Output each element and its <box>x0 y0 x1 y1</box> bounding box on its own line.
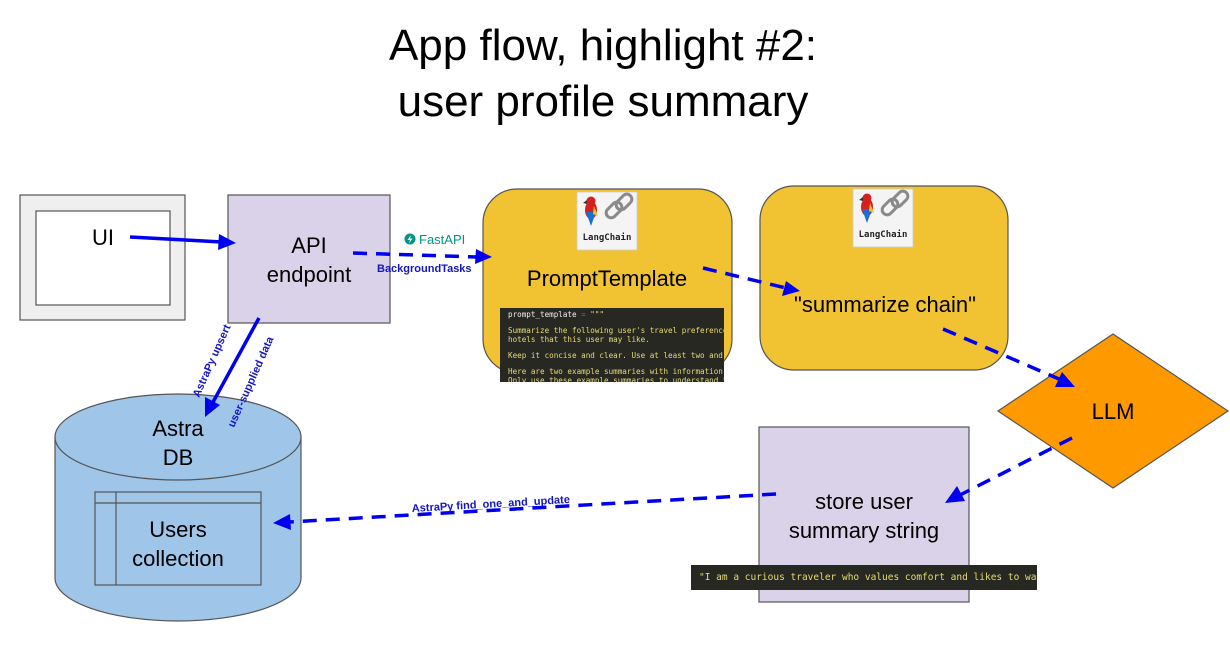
parrot-icon <box>859 193 874 223</box>
langchain-badge-1: LangChain <box>576 191 638 251</box>
ui-label: UI <box>92 225 114 250</box>
api-label-line-2: endpoint <box>267 262 351 287</box>
code-line-6: Here are two example summaries with info… <box>508 367 737 376</box>
arrowhead-chain-llm <box>1055 372 1075 387</box>
arrowhead-prompt-chain <box>782 281 800 296</box>
arrowhead-store-db <box>273 514 291 530</box>
arrow-store-to-db <box>288 492 777 524</box>
api-label-line-1: API <box>291 233 326 258</box>
arrow-api-to-db <box>210 317 261 405</box>
code-eq: = <box>577 310 591 319</box>
ui-node: UI <box>19 194 186 321</box>
code-line-2: hotels that this user may like. <box>508 335 650 344</box>
summary-string-snippet: "I am a curious traveler who values comf… <box>691 565 1042 590</box>
users-label-line-1: Users <box>149 517 206 542</box>
code-quotes: """ <box>590 310 604 319</box>
summarize-chain-label: "summarize chain" <box>794 292 976 317</box>
title-line-2: user profile summary <box>398 77 809 126</box>
arrow-llm-to-store <box>959 436 1073 497</box>
code-line-1: Summarize the following user's travel pr… <box>508 326 737 335</box>
users-label-line-2: collection <box>132 546 224 571</box>
code-snippet: prompt_template = """ Summarize the foll… <box>500 308 737 385</box>
llm-node: LLM <box>996 333 1230 489</box>
fastapi-badge: FastAPI <box>404 232 465 247</box>
users-collection-node: Users collection <box>94 491 262 586</box>
langchain-label-2: LangChain <box>859 229 908 240</box>
llm-label: LLM <box>1092 399 1135 424</box>
fastapi-logo-icon <box>404 233 416 245</box>
chain-link-icon <box>880 189 910 217</box>
arrowhead-llm-store <box>945 486 965 503</box>
summary-string-text: "I am a curious traveler who values comf… <box>699 572 1042 583</box>
arrowhead-api-prompt <box>475 249 492 264</box>
arrow-chain-to-llm <box>942 327 1060 381</box>
prompt-template-node: LangChain PromptTemplate prompt_template… <box>482 188 737 385</box>
arrow-prompt-to-chain <box>702 266 787 290</box>
parrot-icon <box>583 196 598 226</box>
summarize-chain-node: LangChain "summarize chain" <box>759 185 1009 371</box>
astra-db-node: Astra DB Users collection <box>54 393 302 622</box>
label-background-tasks: BackgroundTasks <box>377 263 472 275</box>
code-line-7: Only use these example summaries to unde… <box>508 376 737 385</box>
label-astrapy-upsert: AstraPy upsert <box>191 323 234 400</box>
arrow-ui-to-api <box>129 235 223 244</box>
store-summary-node: store user summary string "I am a curiou… <box>691 426 1042 603</box>
api-endpoint-node: API endpoint <box>227 194 391 324</box>
fastapi-label: FastAPI <box>419 232 465 247</box>
langchain-badge-2: LangChain <box>852 188 914 248</box>
title-line-1: App flow, highlight #2: <box>389 21 817 70</box>
arrowhead-ui-api <box>218 234 236 250</box>
chain-link-icon <box>604 192 634 220</box>
store-label-line-2: summary string <box>789 518 939 543</box>
astra-label-line-2: DB <box>163 445 194 470</box>
astra-label-line-1: Astra <box>152 416 204 441</box>
store-label-line-1: store user <box>815 489 913 514</box>
langchain-label-1: LangChain <box>583 232 632 243</box>
code-var: prompt_template <box>508 310 577 319</box>
arrowhead-api-db <box>205 397 220 417</box>
arrow-api-to-prompt <box>352 251 478 259</box>
prompt-template-label: PromptTemplate <box>527 266 687 291</box>
svg-text:prompt_template = """: prompt_template = """ <box>508 310 604 319</box>
code-line-4: Keep it concise and clear. Use at least … <box>508 351 737 360</box>
